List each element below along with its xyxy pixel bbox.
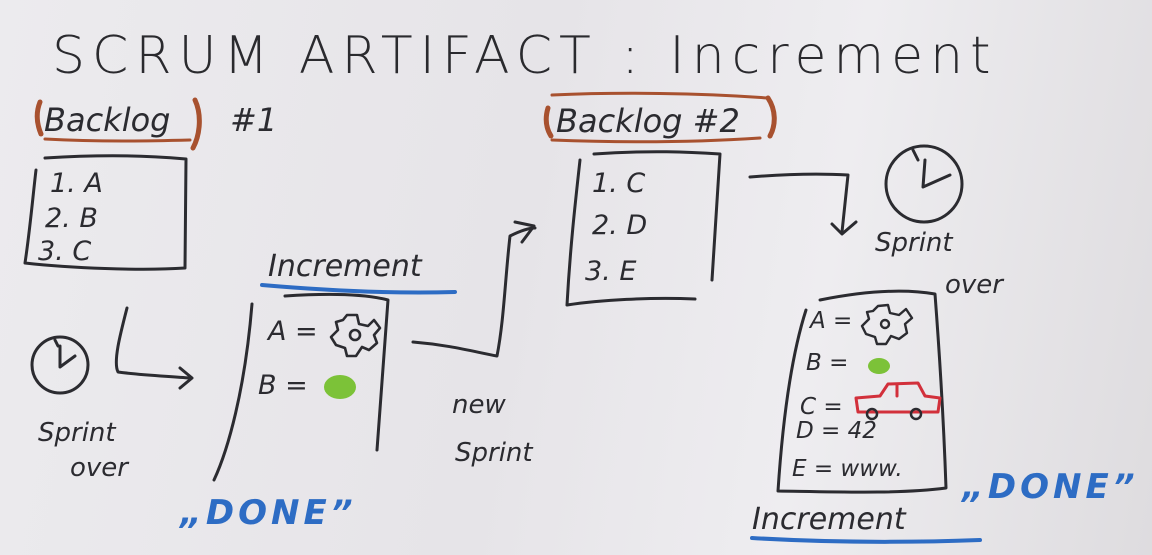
gear-icon-1 xyxy=(329,313,382,358)
new-sprint-label: Sprint xyxy=(455,438,533,468)
backlog2-label: Backlog #2 xyxy=(556,102,740,140)
increment1-row-a: A = xyxy=(268,316,318,347)
page-title: SCRUM ARTIFACT : Increment xyxy=(52,26,998,86)
backlog1-label: Backlog xyxy=(44,101,171,139)
left-over-label: over xyxy=(70,453,128,483)
increment2-underline xyxy=(750,536,982,544)
arrow-middle xyxy=(411,226,537,358)
green-blob-2 xyxy=(868,358,890,374)
arrow-right xyxy=(748,172,850,234)
increment2-row-d: D = 42 xyxy=(796,418,877,444)
increment2-row-a: A = xyxy=(810,308,853,334)
increment2-box xyxy=(776,289,948,494)
new-label: new xyxy=(452,390,506,420)
car-icon xyxy=(854,381,942,414)
backlog1-item-2: 2. B xyxy=(45,203,98,234)
backlog1-item-1: 1. A xyxy=(50,168,103,199)
increment1-row-b: B = xyxy=(258,370,308,401)
increment2-row-c: C = xyxy=(800,394,843,420)
increment1-label: Increment xyxy=(268,249,422,284)
clock-icon-right xyxy=(884,144,964,224)
backlog2-item-2: 2. D xyxy=(592,210,648,241)
arrow-left xyxy=(114,306,192,380)
right-over-label: over xyxy=(945,270,1003,300)
backlog2-item-1: 1. C xyxy=(592,168,646,199)
car-wheels xyxy=(865,407,923,421)
backlog2-highlight xyxy=(543,91,777,144)
backlog1-highlight xyxy=(34,97,202,151)
increment2-row-e: E = www. xyxy=(792,456,903,482)
green-blob-1 xyxy=(324,375,356,399)
increment2-row-b: B = xyxy=(806,350,849,376)
left-sprint-label: Sprint xyxy=(38,418,116,448)
clock-icon-left xyxy=(30,335,90,395)
right-sprint-label: Sprint xyxy=(875,228,953,258)
backlog1-item-3: 3. C xyxy=(38,236,92,267)
backlog2-box xyxy=(565,150,722,307)
increment2-done: „DONE” xyxy=(962,467,1139,507)
backlog1-suffix: #1 xyxy=(230,101,278,139)
backlog2-item-3: 3. E xyxy=(585,256,637,287)
backlog1-box xyxy=(23,154,188,271)
increment1-box xyxy=(212,292,390,482)
increment1-done: „DONE” xyxy=(180,493,357,533)
increment1-underline xyxy=(260,283,457,295)
increment2-label: Increment xyxy=(752,502,906,537)
gear-icon-2 xyxy=(860,303,914,346)
